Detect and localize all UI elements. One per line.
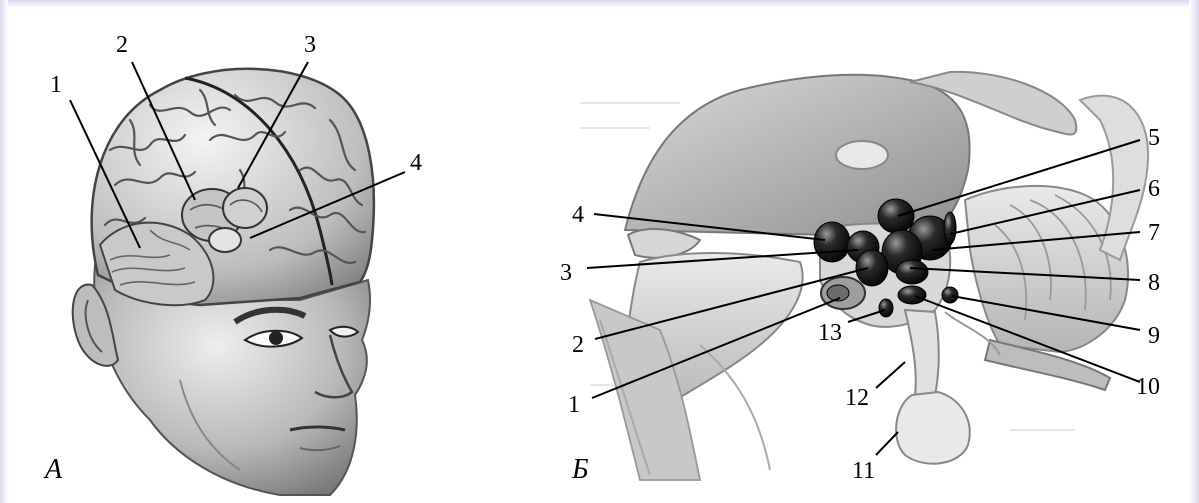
nucleus-8	[896, 260, 928, 284]
panel-a-label-2: 2	[116, 32, 128, 58]
panel-b-label-10: 10	[1136, 374, 1160, 400]
interthalamic-adhesion	[836, 141, 888, 169]
nucleus-13	[879, 299, 893, 317]
infundibulum	[905, 310, 939, 395]
panel-a-label-3: 3	[304, 32, 316, 58]
panel-b-illustration	[580, 72, 1148, 480]
panel-b-label-7: 7	[1148, 220, 1160, 246]
nucleus-6	[944, 212, 956, 244]
pituitary	[896, 392, 970, 464]
panel-b-label-9: 9	[1148, 323, 1160, 349]
nucleus-2	[856, 250, 888, 286]
panel-b-label-3: 3	[560, 260, 572, 286]
panel-b-label-5: 5	[1148, 125, 1160, 151]
panel-b-label-11: 11	[852, 458, 875, 484]
nucleus-10	[898, 286, 926, 304]
hypothalamus-structure	[209, 228, 241, 252]
panel-a-label-1: 1	[50, 72, 62, 98]
panel-b-label-12: 12	[845, 385, 869, 411]
nucleus-9	[942, 287, 958, 303]
panel-b-label-2: 2	[572, 332, 584, 358]
panel-b-label-4: 4	[572, 202, 584, 228]
panel-b-letter: Б	[571, 454, 589, 485]
nucleus-5	[878, 199, 914, 233]
panel-a-letter: А	[43, 454, 63, 485]
nucleus-4	[814, 222, 850, 262]
panel-a-label-4: 4	[410, 150, 422, 176]
thalamus-section	[625, 75, 970, 235]
panel-b-label-6: 6	[1148, 176, 1160, 202]
panel-b-label-13: 13	[818, 320, 842, 346]
panel-a-illustration	[70, 62, 405, 495]
panel-b-label-1: 1	[568, 392, 580, 418]
panel-b-label-8: 8	[1148, 270, 1160, 296]
